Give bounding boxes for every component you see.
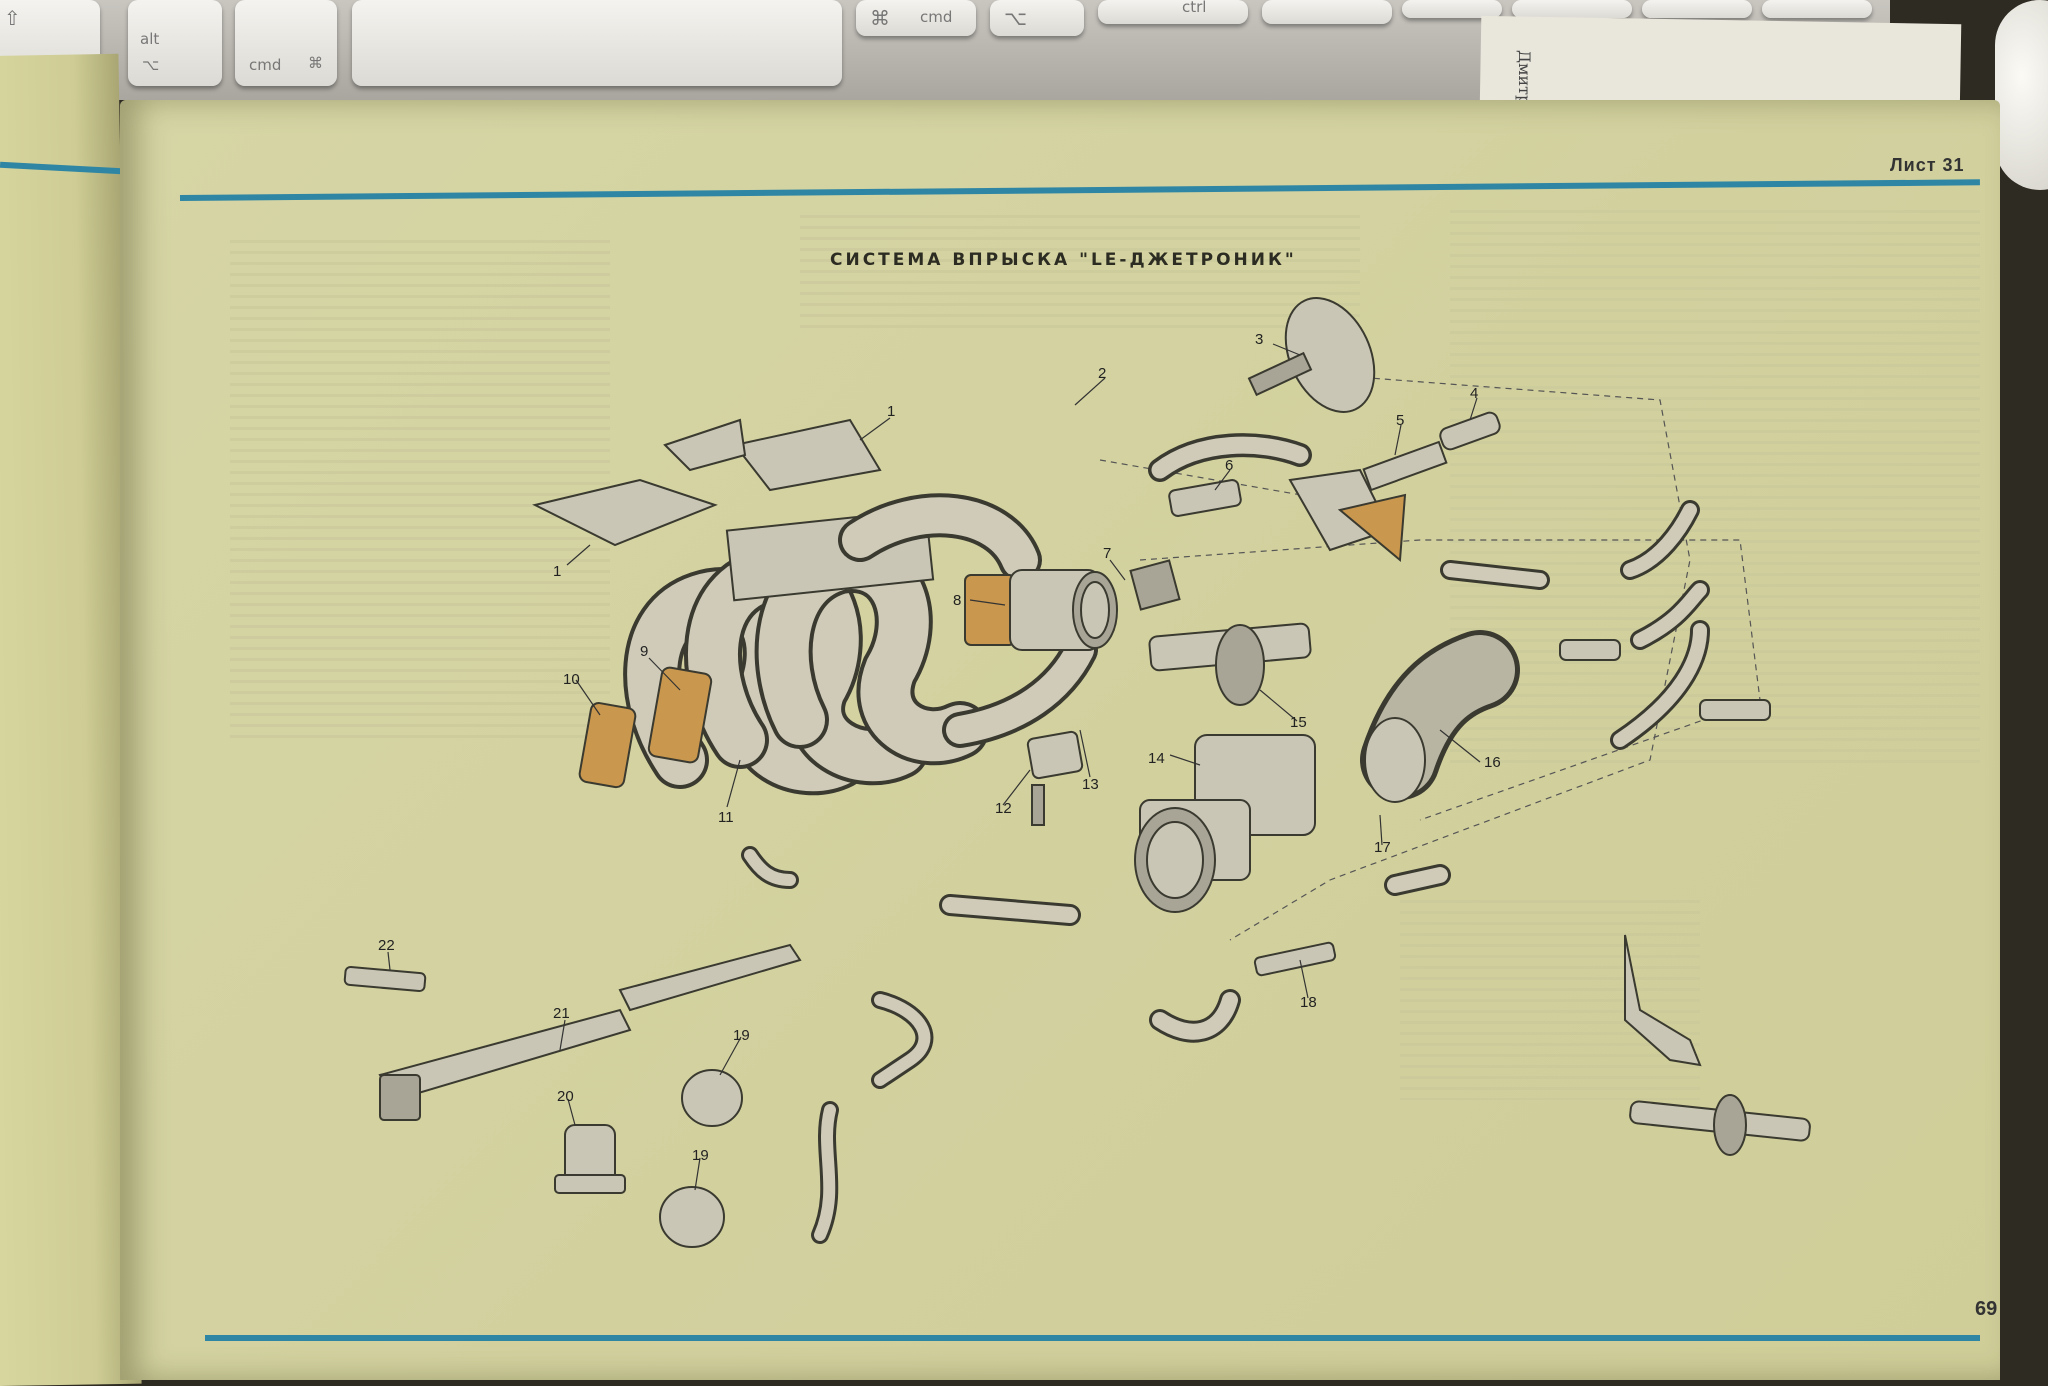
callout-15: 15 (1290, 714, 1307, 731)
callout-21: 21 (553, 1005, 570, 1022)
callout-20: 20 (557, 1088, 574, 1105)
control-key: ctrl (1098, 0, 1248, 24)
arrow-key (1262, 0, 1392, 24)
callout-5: 5 (1396, 412, 1404, 429)
key-label: alt (140, 30, 160, 48)
option-key: alt ⌥ (128, 0, 222, 86)
bracket (1624, 934, 1702, 1067)
command-icon: ⌘ (870, 6, 890, 30)
callout-3: 3 (1255, 331, 1263, 348)
bleed-through-text (1400, 900, 1700, 1100)
pressure-regulator (681, 1069, 743, 1127)
arrow-key (1642, 0, 1752, 18)
callout-4: 4 (1470, 385, 1478, 402)
assembly-line (1099, 459, 1331, 501)
fuel-rail (378, 943, 802, 1121)
air-flow-meter (1134, 734, 1316, 913)
tee-fitting (1699, 699, 1771, 721)
intake-manifold (623, 493, 1098, 796)
callout-17: 17 (1374, 839, 1391, 856)
diagram-title: СИСТЕМА ВПРЫСКА "LE-ДЖЕТРОНИК" (830, 250, 1297, 270)
bracket (733, 418, 882, 492)
key-label: ctrl (1182, 0, 1207, 16)
linkage (1713, 1094, 1747, 1156)
callout-12: 12 (995, 800, 1012, 817)
bracket (663, 418, 747, 472)
command-icon: ⌘ (308, 54, 323, 72)
callout-8: 8 (953, 592, 961, 609)
throttle-body (1009, 569, 1118, 651)
gasket (647, 666, 713, 764)
sensor (1129, 559, 1181, 611)
callout-9: 9 (640, 643, 648, 660)
mouse (1995, 0, 2048, 190)
callout-14: 14 (1148, 750, 1165, 767)
air-duct (1360, 630, 1520, 803)
callout-13: 13 (1082, 776, 1099, 793)
pressure-regulator (659, 1186, 725, 1248)
gasket (964, 574, 1016, 646)
option-icon: ⌥ (1004, 6, 1028, 30)
bleed-through-text (800, 215, 1360, 335)
bleed-through-text (230, 240, 610, 740)
key-label: cmd (249, 56, 282, 74)
callout-10: 10 (563, 671, 580, 688)
assembly-line (1229, 374, 1691, 941)
arrow-key (1402, 0, 1502, 18)
option-icon: ⌥ (142, 56, 160, 74)
key-label: cmd (920, 8, 953, 26)
pipe (1362, 440, 1448, 492)
callout-1: 1 (553, 563, 561, 580)
callout-22: 22 (378, 937, 395, 954)
vacuum-unit (1247, 297, 1376, 413)
callout-11: 11 (718, 809, 734, 826)
callout-19b: 19 (692, 1147, 709, 1164)
page-number: 69 (1975, 1298, 1998, 1320)
bleed-through-text (1450, 210, 1980, 770)
callout-1b: 1 (887, 403, 895, 420)
callout-18: 18 (1300, 994, 1317, 1011)
background-paper-text: Дмитр (1515, 50, 1534, 106)
injector (343, 965, 427, 993)
callout-19: 19 (733, 1027, 750, 1044)
sheet-label: Лист 31 (1890, 155, 1965, 175)
callout-6: 6 (1225, 457, 1233, 474)
tee-fitting (1559, 639, 1621, 661)
valve (1168, 479, 1242, 517)
option-key-right: ⌥ (990, 0, 1084, 36)
command-key-right: ⌘ cmd (856, 0, 976, 36)
fuel-filter (554, 1124, 626, 1194)
sensor (1026, 730, 1084, 780)
callout-2: 2 (1098, 365, 1106, 382)
hose (1439, 411, 1501, 451)
fitting (1215, 624, 1265, 706)
space-bar (352, 0, 842, 86)
assembly-line (1139, 539, 1761, 821)
gasket (578, 702, 637, 789)
callout-16: 16 (1484, 754, 1501, 771)
gasket (1337, 493, 1407, 563)
arrow-key (1762, 0, 1872, 18)
callout-7: 7 (1103, 545, 1111, 562)
bracket (532, 478, 718, 547)
command-key-left: cmd ⌘ (235, 0, 337, 86)
arrow-key (1512, 0, 1632, 18)
bolt (1031, 784, 1045, 826)
bottom-rule (205, 1335, 1980, 1341)
tee-fitting (1253, 941, 1337, 977)
shift-icon: ⇧ (4, 6, 21, 30)
